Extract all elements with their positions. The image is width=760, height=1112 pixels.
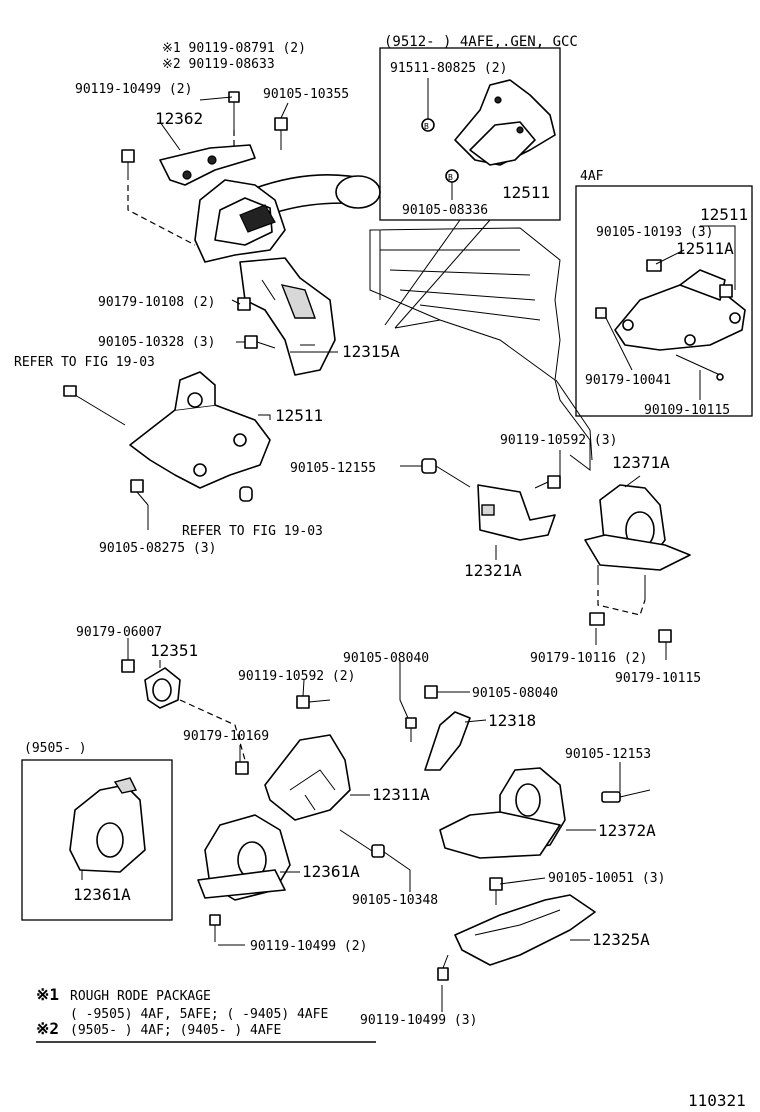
note2-part-label: ※2 90119-08633 xyxy=(162,57,275,72)
part-91511-80825: 91511-80825 (2) xyxy=(390,61,507,76)
refer-fig-bottom: REFER TO FIG 19-03 xyxy=(182,524,323,539)
note1-part-label: ※1 90119-08791 (2) xyxy=(162,41,306,56)
footnote2-text: (9505- ) 4AF; (9405- ) 4AFE xyxy=(70,1023,281,1038)
footnote1-text: ROUGH RODE PACKAGE xyxy=(70,989,211,1004)
part-90119-10499-br: 90119-10499 (3) xyxy=(360,1013,477,1028)
part-90105-12155: 90105-12155 xyxy=(290,461,376,476)
part-90105-10193: 90105-10193 (3) xyxy=(596,225,713,240)
part-12511-4af: 12511 xyxy=(700,205,748,224)
inset-9512-title: (9512- ) 4AFE,.GEN, GCC xyxy=(384,34,578,50)
part-12351: 12351 xyxy=(150,641,198,660)
bracket-12511 xyxy=(63,371,271,506)
inset-4af xyxy=(555,185,753,461)
part-90179-10041: 90179-10041 xyxy=(585,373,671,388)
engine-outline xyxy=(369,227,591,471)
footnote1-line2: ( -9505) 4AF, 5AFE; ( -9405) 4AFE xyxy=(70,1007,328,1022)
part-12371a: 12371A xyxy=(612,453,670,472)
part-90105-08336: 90105-08336 xyxy=(402,203,488,218)
part-90109-10115: 90109-10115 xyxy=(644,403,730,418)
refer-fig-top: REFER TO FIG 19-03 xyxy=(14,355,155,370)
inset-9505 xyxy=(21,759,173,921)
footnote1-mark: ※1 xyxy=(36,985,59,1004)
part-90179-10169: 90179-10169 xyxy=(183,729,269,744)
figure-number: 110321 xyxy=(688,1091,746,1110)
part-90179-10108: 90179-10108 (2) xyxy=(98,295,215,310)
mount-lower-left-group xyxy=(121,659,385,942)
part-12311a: 12311A xyxy=(372,785,430,804)
part-90105-10348: 90105-10348 xyxy=(352,893,438,908)
part-12372a: 12372A xyxy=(598,821,656,840)
part-12511-inset: 12511 xyxy=(502,183,550,202)
part-12361a-main: 12361A xyxy=(302,862,360,881)
part-90119-10592-mid: 90119-10592 (2) xyxy=(238,669,355,684)
part-90179-10116: 90179-10116 (2) xyxy=(530,651,647,666)
svg-text:B: B xyxy=(448,173,453,182)
part-12511-main: 12511 xyxy=(275,406,323,425)
footnotes: ※1 ROUGH RODE PACKAGE ( -9505) 4AF, 5AFE… xyxy=(36,985,376,1043)
inset-9505-title: (9505- ) xyxy=(24,741,87,756)
svg-text:B: B xyxy=(424,122,429,131)
part-90105-10328: 90105-10328 (3) xyxy=(98,335,215,350)
part-90105-12153: 90105-12153 xyxy=(565,747,651,762)
inset-4af-title: 4AF xyxy=(580,169,604,184)
part-90105-10051: 90105-10051 (3) xyxy=(548,871,665,886)
mount-12371a-group xyxy=(421,458,691,643)
leader-lines xyxy=(127,96,667,1012)
part-90179-10115: 90179-10115 xyxy=(615,671,701,686)
engine-mount-upper-assembly xyxy=(121,91,381,376)
part-12315a: 12315A xyxy=(342,342,400,361)
part-12318: 12318 xyxy=(488,711,536,730)
part-12325a: 12325A xyxy=(592,930,650,949)
part-90105-08040-top: 90105-08040 xyxy=(343,651,429,666)
part-90119-10592-right: 90119-10592 (3) xyxy=(500,433,617,448)
footnote2-mark: ※2 xyxy=(36,1019,59,1038)
part-90105-08275: 90105-08275 (3) xyxy=(99,541,216,556)
part-90119-10499-bottom: 90119-10499 (2) xyxy=(250,939,367,954)
part-labels: ※1 90119-08791 (2) ※2 90119-08633 90119-… xyxy=(14,34,748,1028)
part-12511a: 12511A xyxy=(676,239,734,258)
inset-9512-4afe: B B xyxy=(379,47,561,329)
part-90105-08040-right: 90105-08040 xyxy=(472,686,558,701)
part-90179-06007: 90179-06007 xyxy=(76,625,162,640)
part-12361a-inset: 12361A xyxy=(73,885,131,904)
mount-lower-right-group xyxy=(405,685,651,981)
part-12362: 12362 xyxy=(155,109,203,128)
part-12321a: 12321A xyxy=(464,561,522,580)
part-90119-10499-top: 90119-10499 (2) xyxy=(75,82,192,97)
part-90105-10355: 90105-10355 xyxy=(263,87,349,102)
